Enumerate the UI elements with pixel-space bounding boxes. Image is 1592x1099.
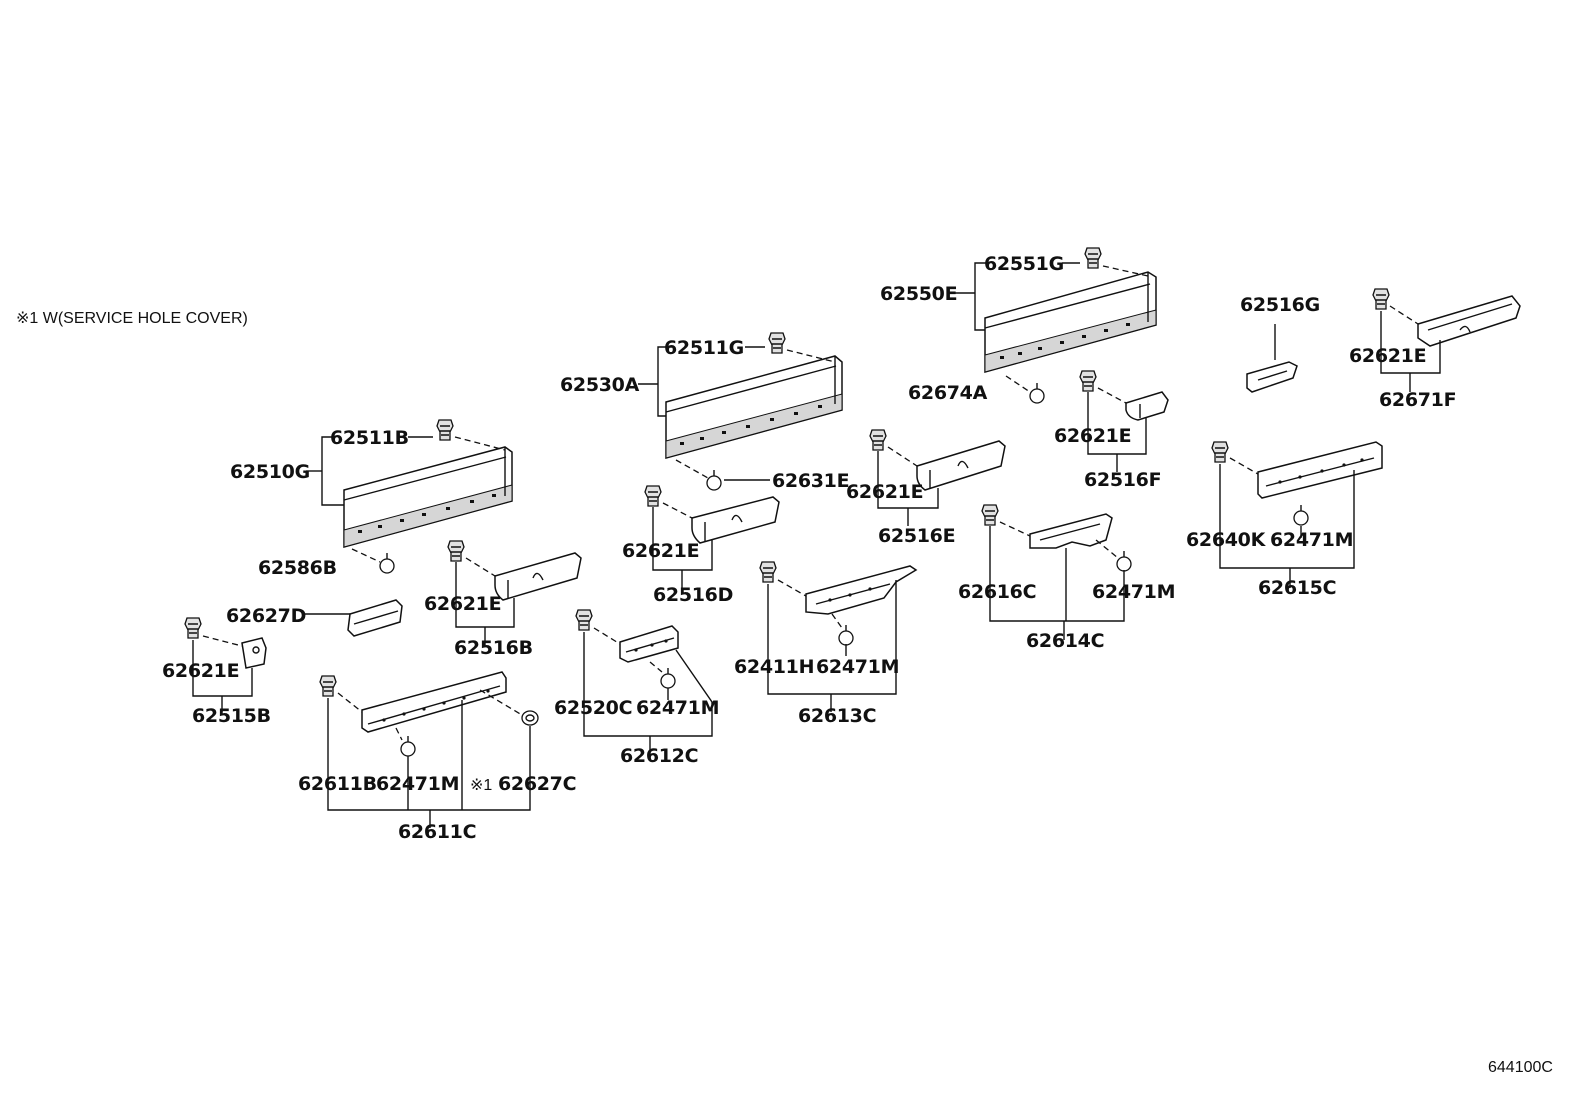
label-62615C: 62615C — [1258, 577, 1336, 599]
label-62516E: 62516E — [878, 525, 955, 547]
part-group-62516E — [869, 429, 1006, 526]
label-62612C: 62612C — [620, 745, 698, 767]
clip-62621E-icon — [644, 485, 662, 507]
part-group-62516F — [1079, 370, 1169, 472]
label-62671F: 62671F — [1379, 389, 1456, 411]
pin-62674A-icon — [1029, 382, 1045, 404]
label-62471M: 62471M — [376, 773, 459, 795]
part-group-62614C — [981, 504, 1132, 640]
part-group-62516D — [644, 485, 780, 588]
label-62621E: 62621E — [424, 593, 501, 615]
label-62520C: 62520C — [554, 697, 632, 719]
label-62411H: 62411H — [734, 656, 814, 678]
part-group-62516G — [1246, 324, 1298, 393]
clip-62621E-icon — [1079, 370, 1097, 392]
pin-62471M-icon — [1293, 504, 1309, 526]
footnote: ※1 W(SERVICE HOLE COVER) — [16, 310, 248, 327]
part-labels: 62551G 62550E 62516G 62621E 62671F 62511… — [162, 253, 1457, 843]
label-62516F: 62516F — [1084, 469, 1161, 491]
clip-62511B-icon — [436, 419, 454, 441]
clip-62640K-icon — [1211, 441, 1229, 463]
label-62674A: 62674A — [908, 382, 988, 404]
part-group-62516B — [447, 540, 582, 646]
label-62631E: 62631E — [772, 470, 849, 492]
label-62640K: 62640K — [1186, 529, 1267, 551]
label-62471M: 62471M — [1270, 529, 1353, 551]
pin-62471M-icon — [660, 667, 676, 689]
part-group-62612C — [575, 609, 713, 754]
label-62511B: 62511B — [330, 427, 409, 449]
label-62471M: 62471M — [636, 697, 719, 719]
label-62471M: 62471M — [816, 656, 899, 678]
part-group-62510G — [306, 419, 513, 574]
pin-62471M-icon — [838, 624, 854, 646]
pin-62631E-icon — [706, 469, 722, 491]
clip-62411H-icon — [759, 561, 777, 583]
label-62614C: 62614C — [1026, 630, 1104, 652]
label-62621E: 62621E — [1054, 425, 1131, 447]
diagram-id: 644100C — [1488, 1059, 1553, 1076]
label-62621E: 62621E — [622, 540, 699, 562]
label-62510G: 62510G — [230, 461, 310, 483]
label-62516D: 62516D — [653, 584, 733, 606]
label-62515B: 62515B — [192, 705, 271, 727]
note-marker-1: ※1 — [470, 777, 492, 794]
clip-62621E-icon — [447, 540, 465, 562]
part-group-62671F — [1372, 288, 1521, 392]
label-62616C: 62616C — [958, 581, 1036, 603]
label-62613C: 62613C — [798, 705, 876, 727]
label-62471M: 62471M — [1092, 581, 1175, 603]
label-62551G: 62551G — [984, 253, 1064, 275]
label-62530A: 62530A — [560, 374, 640, 396]
part-group-62627D — [302, 599, 403, 637]
clip-62611B-icon — [319, 675, 337, 697]
label-62586B: 62586B — [258, 557, 337, 579]
clip-62511G-icon — [768, 332, 786, 354]
label-62627C: 62627C — [498, 773, 576, 795]
label-62516B: 62516B — [454, 637, 533, 659]
part-group-62611C — [319, 671, 539, 828]
part-group-62515B — [184, 617, 267, 712]
label-62621E: 62621E — [846, 481, 923, 503]
label-62611B: 62611B — [298, 773, 377, 795]
label-62516G: 62516G — [1240, 294, 1320, 316]
part-group-62615C — [1211, 441, 1383, 588]
clip-62520C-icon — [575, 609, 593, 631]
part-group-62530A — [638, 332, 843, 491]
pin-62471M-icon — [400, 735, 416, 757]
part-group-62550E — [952, 247, 1157, 404]
label-62621E: 62621E — [1349, 345, 1426, 367]
label-62511G: 62511G — [664, 337, 744, 359]
label-62611C: 62611C — [398, 821, 476, 843]
label-62550E: 62550E — [880, 283, 957, 305]
clip-62621E-icon — [1372, 288, 1390, 310]
pin-62586B-icon — [379, 552, 395, 574]
pin-62471M-icon — [1116, 550, 1132, 572]
clip-62616C-icon — [981, 504, 999, 526]
clip-62551G-icon — [1084, 247, 1102, 269]
clip-62621E-icon — [184, 617, 202, 639]
clip-62621E-icon — [869, 429, 887, 451]
label-62627D: 62627D — [226, 605, 306, 627]
part-group-62613C — [759, 561, 918, 712]
label-62621E: 62621E — [162, 660, 239, 682]
grommet-62627C-icon — [521, 710, 539, 726]
